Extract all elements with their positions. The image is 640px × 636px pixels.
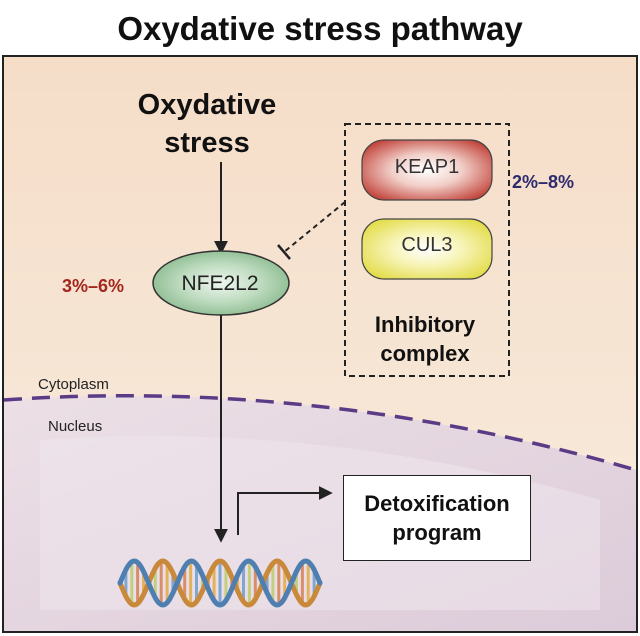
inhibition-line <box>283 201 346 253</box>
inhibition-bar <box>277 244 291 260</box>
oxidative-stress-label: Oxydative stress <box>137 89 277 159</box>
nucleus-label: Nucleus <box>48 418 103 435</box>
cul3-node <box>361 218 493 280</box>
inhibitory-complex-label: Inhibitory complex <box>374 312 476 366</box>
nfe2l2-percent: 3%–6% <box>62 276 125 296</box>
dna-strand <box>117 558 323 608</box>
dna-strand <box>117 558 323 608</box>
transcription-arrow <box>237 486 333 535</box>
keap1-node <box>361 139 493 201</box>
cul3-label: CUL3 <box>401 234 453 256</box>
nuclear-membrane <box>3 394 637 472</box>
complex-percent: 2%–8% <box>512 172 575 192</box>
detoxification-program-box: Detoxification program <box>343 475 531 561</box>
cytoplasm-label: Cytoplasm <box>38 376 109 393</box>
page-title: Oxydative stress pathway <box>117 10 523 47</box>
detox-line-2: program <box>392 520 482 545</box>
inhibitory-complex-box <box>344 123 510 377</box>
keap1-label: KEAP1 <box>394 156 460 178</box>
nfe2l2-label: NFE2L2 <box>181 272 259 295</box>
dna-helix-icon <box>117 558 323 608</box>
detox-line-1: Detoxification <box>364 491 510 516</box>
nfe2l2-node <box>152 250 290 316</box>
